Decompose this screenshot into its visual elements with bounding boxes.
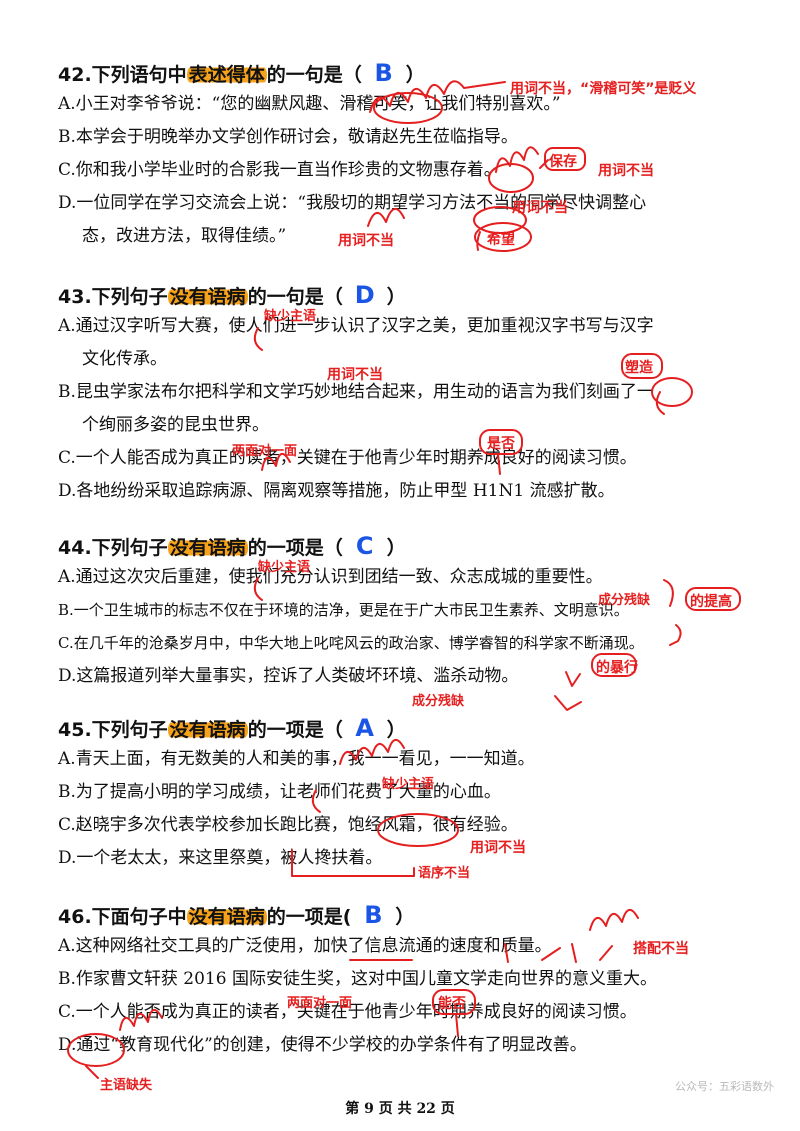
- option-d: D.一位同学在学习交流会上说：“我殷切的期望学习方法不当的同学尽快调整心: [58, 193, 647, 213]
- annotation-q43-c2: 是否: [487, 436, 515, 452]
- annotation-q44-b2: 的提高: [690, 594, 732, 610]
- annotation-q42-c1: 保存: [549, 154, 577, 170]
- handwritten-answer: C: [355, 532, 374, 560]
- title-text: 44.下列句子: [58, 537, 168, 559]
- option-b-continued: 个绚丽多姿的昆虫世界。: [82, 415, 269, 435]
- title-text: ）: [405, 64, 425, 86]
- annotation-q46-c1: 两面对一面: [287, 996, 353, 1011]
- annotation-q44-a: 缺少主语: [258, 560, 311, 575]
- option-c: C.一个人能否成为真正的读者，关键在于他青少年时期养成良好的阅读习惯。: [58, 1002, 637, 1022]
- option-d: D.这篇报道列举大量事实，控诉了人类破坏环境、滥杀动物。: [58, 666, 519, 686]
- annotation-q42-d1b: 用词不当: [338, 233, 394, 249]
- option-d-continued: 态，改进方法，取得佳绩。”: [82, 226, 287, 246]
- option-d: D.一个老太太，来这里祭奠，被人搀扶着。: [58, 848, 383, 868]
- title-text: 的一项是（: [247, 537, 343, 559]
- annotation-q42-a: 用词不当，“滑稽可笑”是贬义: [510, 81, 697, 97]
- annotation-q44-d1: 的暴行: [596, 660, 638, 676]
- option-c: C.在几千年的沧桑岁月中，中华大地上叱咤风云的政治家、博学睿智的科学家不断涌现。: [58, 634, 644, 652]
- annotation-q42-d1: 用词不当: [512, 200, 568, 216]
- title-text: 43.下列句子: [58, 286, 168, 308]
- handwritten-answer: A: [355, 714, 374, 742]
- highlighted-keyword: 表述得体: [186, 64, 267, 86]
- title-text: 45.下列句子: [58, 719, 168, 741]
- highlighted-keyword: 没有语病: [167, 286, 248, 308]
- handwritten-answer: D: [354, 281, 375, 309]
- title-text: 的一项是（: [247, 719, 343, 741]
- annotation-q43-b2: 塑造: [625, 360, 653, 376]
- option-c: C.一个人能否成为真正的读者，关键在于他青少年时期养成良好的阅读习惯。: [58, 448, 637, 468]
- annotation-q45-d: 语序不当: [418, 866, 471, 881]
- annotation-q43-b1: 用词不当: [327, 367, 383, 383]
- annotation-q43-a: 缺少主语: [264, 309, 317, 324]
- option-c: C.你和我小学毕业时的合影我一直当作珍贵的文物惠存着。: [58, 160, 501, 180]
- page-footer: 第 9 页 共 22 页: [345, 1101, 455, 1117]
- connector-stroke: [85, 1065, 99, 1079]
- question-title: 44.下列句子没有语病的一项是（ C ）: [58, 531, 758, 561]
- question-title: 46.下面句子中没有语病的一项是( B ）: [58, 900, 758, 930]
- option-a: A.通过这次灾后重建，使我们充分认识到团结一致、众志成城的重要性。: [58, 567, 603, 587]
- option-c: C.赵晓宇多次代表学校参加长跑比赛，饱经风霜，很有经验。: [58, 815, 518, 835]
- option-d: D.各地纷纷采取追踪病源、隔离观察等措施，防止甲型 H1N1 流感扩散。: [58, 481, 615, 501]
- highlighted-keyword: 没有语病: [186, 906, 267, 928]
- title-text: 46.下面句子中: [58, 906, 187, 928]
- option-b: B.作家曹文轩获 2016 国际安徒生奖，这对中国儿童文学走向世界的意义重大。: [58, 969, 657, 989]
- option-b: B.为了提高小明的学习成绩，让老师们花费了大量的心血。: [58, 782, 501, 802]
- title-text: 42.下列语句中: [58, 64, 187, 86]
- annotation-q46-c2: 能否: [438, 996, 466, 1012]
- annotation-q44-d2: 成分残缺: [412, 694, 465, 709]
- caret-stroke: [554, 695, 582, 711]
- annotation-q44-b1: 成分残缺: [598, 593, 651, 608]
- option-b: B.一个卫生城市的标志不仅在于环境的洁净，更是在于广大市民卫生素养、文明意识。: [58, 601, 629, 619]
- option-b: B.本学会于明晚举办文学创作研讨会，敬请赵先生莅临指导。: [58, 127, 518, 147]
- handwritten-answer: B: [364, 901, 383, 929]
- title-text: 的一句是（: [266, 64, 362, 86]
- annotation-q42-d2: 希望: [487, 232, 515, 248]
- option-b: B.昆虫学家法布尔把科学和文学巧妙地结合起来，用生动的语言为我们刻画了一: [58, 382, 654, 402]
- title-text: ）: [386, 537, 406, 559]
- highlighted-keyword: 没有语病: [167, 719, 248, 741]
- title-text: ）: [386, 286, 406, 308]
- question-45: 45.下列句子没有语病的一项是（ A ） A.青天上面，有无数美的人和美的事，我一一…: [58, 713, 758, 875]
- question-title: 42.下列语句中表述得体的一句是（ B ）: [58, 58, 758, 88]
- watermark: 公众号：五彩语数外: [675, 1080, 774, 1093]
- question-43: 43.下列句子没有语病的一句是（ D ） A.通过汉字听写大赛，使人们进一步认识了汉…: [58, 280, 758, 508]
- question-title: 43.下列句子没有语病的一句是（ D ）: [58, 280, 758, 310]
- title-text: 的一句是（: [247, 286, 343, 308]
- annotation-q46-d: 主语缺失: [100, 1078, 153, 1093]
- question-46: 46.下面句子中没有语病的一项是( B ） A.这种网络社交工具的广泛使用，加快了信…: [58, 900, 758, 1062]
- title-text: ）: [386, 719, 406, 741]
- question-title: 45.下列句子没有语病的一项是（ A ）: [58, 713, 758, 743]
- option-a: A.青天上面，有无数美的人和美的事，我一一看见，一一知道。: [58, 749, 535, 769]
- option-a: A.这种网络社交工具的广泛使用，加快了信息流通的速度和质量。: [58, 936, 552, 956]
- option-d: D.通过“教育现代化”的创建，使得不少学校的办学条件有了明显改善。: [58, 1035, 587, 1055]
- question-44: 44.下列句子没有语病的一项是（ C ） A.通过这次灾后重建，使我们充分认识到团结…: [58, 531, 758, 693]
- annotation-q46-a: 搭配不当: [633, 941, 689, 957]
- annotation-q42-c2: 用词不当: [598, 163, 654, 179]
- annotation-q45-c: 用词不当: [470, 840, 526, 856]
- annotation-q43-c1: 两面对一面: [232, 444, 298, 459]
- annotation-q45-b: 缺少主语: [382, 777, 435, 792]
- handwritten-answer: B: [374, 59, 393, 87]
- highlighted-keyword: 没有语病: [167, 537, 248, 559]
- title-text: ）: [395, 906, 415, 928]
- title-text: 的一项是(: [266, 906, 352, 928]
- option-a-continued: 文化传承。: [82, 349, 167, 369]
- option-a: A.通过汉字听写大赛，使人们进一步认识了汉字之美，更加重视汉字书写与汉字: [58, 316, 654, 336]
